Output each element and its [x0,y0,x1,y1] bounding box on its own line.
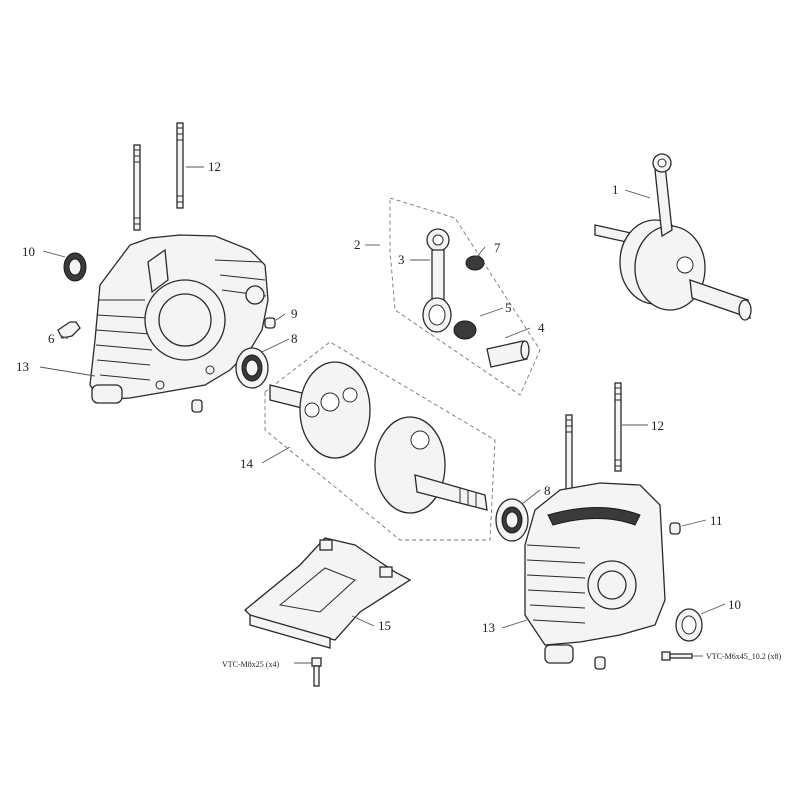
callout-11: 11 [710,513,723,528]
callout-13-left: 13 [16,359,29,374]
big-end-needle-bearing [453,320,477,340]
elbow-fitting [57,321,81,339]
callout-1: 1 [612,182,619,197]
crank-halves-group-frame [264,341,496,541]
right-crankcase-half [524,482,666,664]
callout-13-right: 13 [482,620,495,635]
callout-10-right: 10 [728,597,741,612]
screw-note-m6: VTC-M6x45_10.2 (x8) [706,652,781,661]
callout-12-left: 12 [208,159,221,174]
dowel-pin-upper [264,317,276,329]
crank-half-left [269,361,371,459]
right-oil-seal [675,608,703,642]
callout-14: 14 [240,456,254,471]
callout-8-left: 8 [291,331,298,346]
crank-half-right [374,416,488,514]
engine-mount-bracket [244,537,412,649]
left-oil-seal [63,252,87,282]
callout-7: 7 [494,240,501,255]
callout-8-right: 8 [544,483,551,498]
left-crankcase-half [89,234,269,404]
assembled-crankshaft [594,153,752,321]
callout-4: 4 [538,320,545,335]
callout-5: 5 [505,300,512,315]
connecting-rod [422,228,452,333]
callout-12-right: 12 [651,418,664,433]
left-studs [133,122,184,231]
bottom-screw [311,657,322,687]
callout-10-left: 10 [22,244,35,259]
callout-9: 9 [291,306,298,321]
right-screw [661,651,693,661]
dowel-pin-lower-left [191,399,203,413]
callout-6: 6 [48,331,55,346]
callout-2: 2 [354,237,361,252]
callout-3: 3 [398,252,405,267]
left-main-bearing [235,347,269,389]
callout-15: 15 [378,618,391,633]
dowel-pin-right [669,522,681,535]
conrod-group-frame [389,197,541,396]
leader-lines [39,166,726,664]
crank-pin [486,340,530,368]
right-main-bearing [495,498,529,542]
dowel-pin-lower-right [594,656,606,670]
screw-note-m8: VTC-M8x25 (x4) [222,660,279,669]
small-end-needle-bearing [465,255,485,271]
